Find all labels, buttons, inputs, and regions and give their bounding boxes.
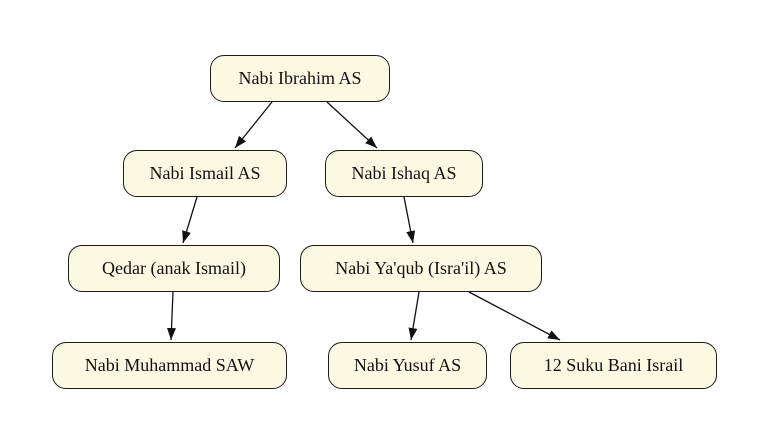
node-label: 12 Suku Bani Israil bbox=[543, 355, 684, 375]
node-label: Nabi Ismail AS bbox=[149, 163, 261, 183]
node-nabi-ibrahim: Nabi Ibrahim AS bbox=[210, 55, 390, 102]
edge-qedar-muhammad bbox=[167, 291, 176, 341]
node-12-suku-bani-israil: 12 Suku Bani Israil bbox=[510, 342, 717, 389]
node-label: Nabi Ishaq AS bbox=[351, 163, 457, 183]
edge-ibrahim-ishaq bbox=[326, 101, 378, 149]
edge-yaqub-yusuf bbox=[408, 291, 420, 341]
edge-ishaq-yaqub bbox=[403, 196, 416, 244]
edge-ibrahim-ismail bbox=[234, 101, 273, 149]
node-label: Qedar (anak Ismail) bbox=[102, 258, 246, 278]
node-qedar: Qedar (anak Ismail) bbox=[68, 245, 280, 292]
edge-ismail-qedar bbox=[182, 196, 198, 244]
edge-yaqub-suku12 bbox=[468, 291, 561, 341]
node-label: Nabi Ibrahim AS bbox=[238, 68, 362, 88]
node-nabi-ismail: Nabi Ismail AS bbox=[123, 150, 287, 197]
node-nabi-ishaq: Nabi Ishaq AS bbox=[325, 150, 483, 197]
node-label: Nabi Muhammad SAW bbox=[84, 355, 255, 375]
node-nabi-yaqub: Nabi Ya'qub (Isra'il) AS bbox=[300, 245, 542, 292]
node-label: Nabi Yusuf AS bbox=[353, 355, 462, 375]
node-label: Nabi Ya'qub (Isra'il) AS bbox=[335, 258, 507, 278]
node-nabi-muhammad: Nabi Muhammad SAW bbox=[52, 342, 287, 389]
node-nabi-yusuf: Nabi Yusuf AS bbox=[328, 342, 487, 389]
